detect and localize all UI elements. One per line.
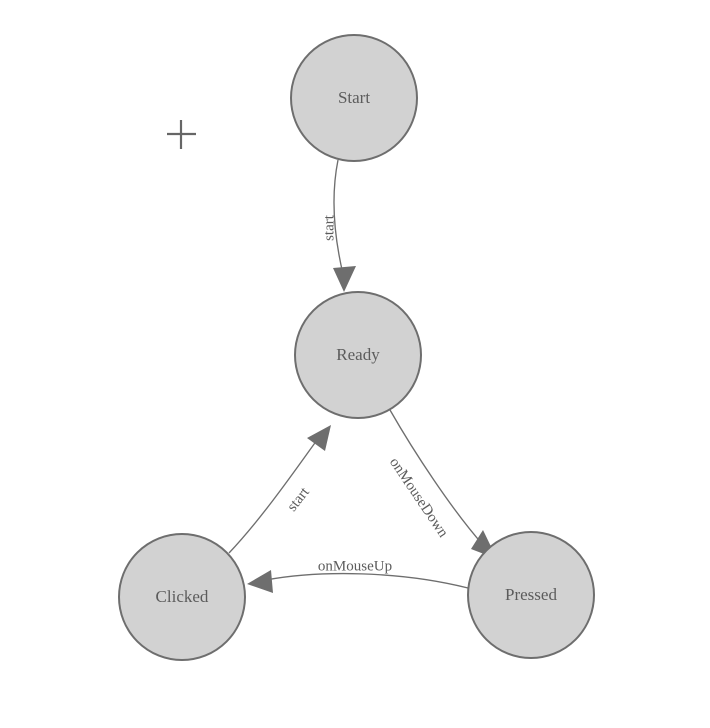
node-circle-clicked[interactable] — [118, 533, 246, 661]
edge-label-ready-to-pressed: onMouseDown — [386, 455, 451, 541]
edge-label-start-to-ready: start — [321, 214, 337, 241]
arrowhead-pressed-to-clicked — [247, 570, 273, 593]
edge-path-start-to-ready[interactable] — [333, 159, 344, 275]
node-label-start: Start — [338, 88, 370, 107]
node-label-ready: Ready — [336, 345, 380, 364]
edge-path-clicked-to-ready[interactable] — [228, 439, 318, 554]
edge-path-ready-to-pressed[interactable] — [389, 409, 485, 547]
edge-clicked-to-ready[interactable]: start — [228, 425, 331, 554]
node-label-clicked: Clicked — [156, 587, 209, 606]
edge-pressed-to-clicked[interactable]: onMouseUp — [247, 558, 469, 593]
crosshair-cursor-icon — [167, 120, 196, 149]
edge-start-to-ready[interactable]: start — [321, 159, 356, 292]
node-ready[interactable]: Ready — [294, 291, 422, 419]
edge-label-pressed-to-clicked: onMouseUp — [318, 558, 392, 574]
node-label-pressed: Pressed — [505, 585, 557, 604]
arrowhead-clicked-to-ready — [307, 425, 331, 451]
edge-ready-to-pressed[interactable]: onMouseDown — [386, 409, 497, 559]
node-layer: Start Ready Clicked Pressed — [118, 34, 595, 661]
node-start[interactable]: Start — [290, 34, 418, 162]
node-circle-start[interactable] — [290, 34, 418, 162]
node-circle-ready[interactable] — [294, 291, 422, 419]
node-pressed[interactable]: Pressed — [467, 531, 595, 659]
edge-path-pressed-to-clicked[interactable] — [265, 572, 469, 589]
node-clicked[interactable]: Clicked — [118, 533, 246, 661]
arrowhead-start-to-ready — [333, 266, 356, 292]
node-circle-pressed[interactable] — [467, 531, 595, 659]
edge-label-clicked-to-ready: start — [284, 484, 313, 515]
